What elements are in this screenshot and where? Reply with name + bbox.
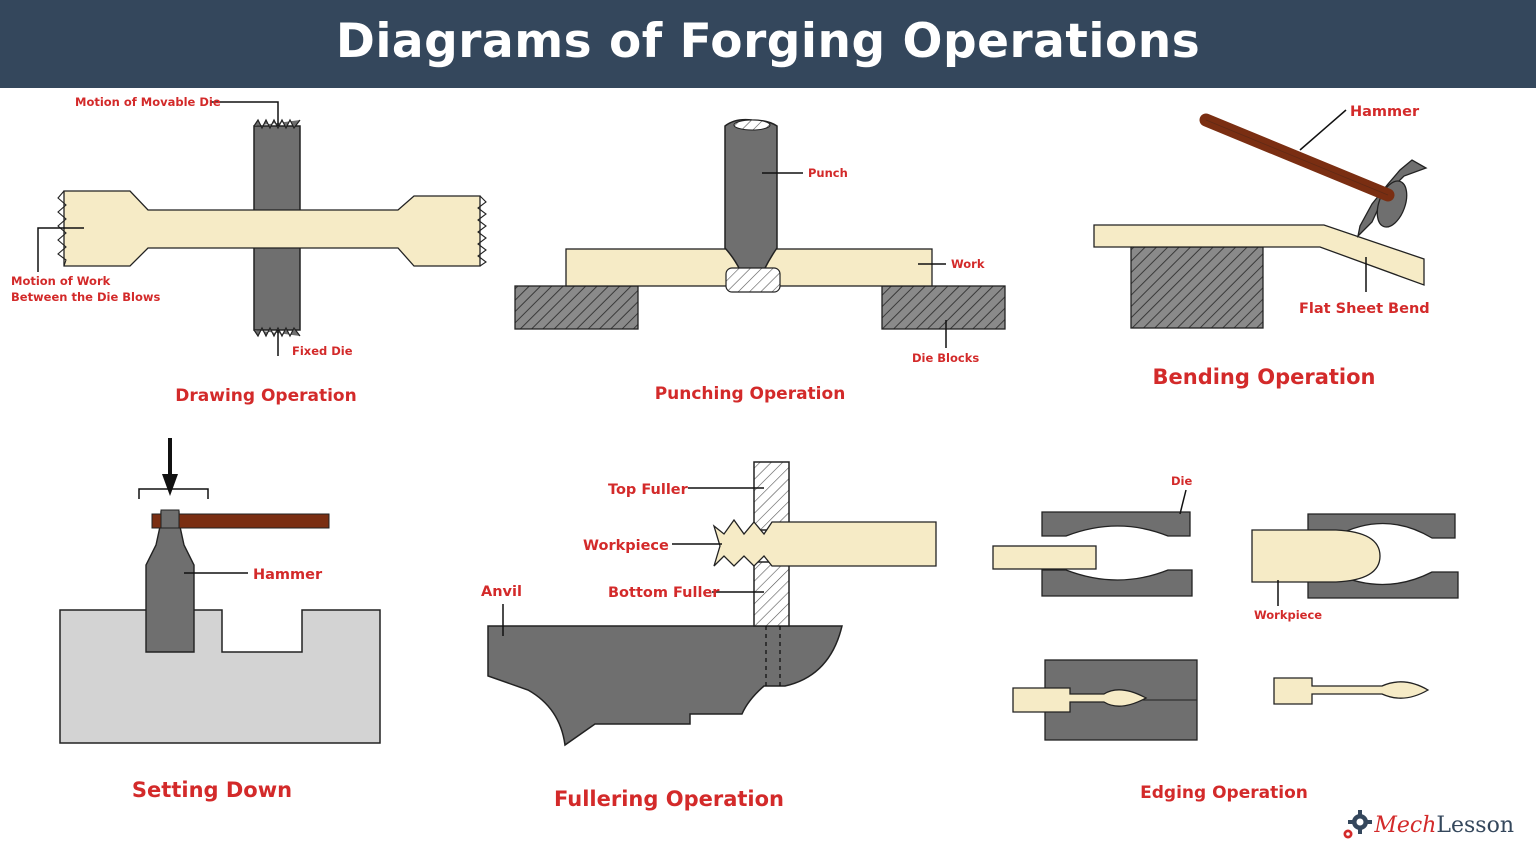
label-edging-die: Die [1171,474,1192,488]
edging-die-bottom-1 [1041,569,1193,597]
edging-work-1 [992,545,1097,570]
gear-icon [1343,810,1373,839]
caption-fullering: Fullering Operation [554,787,784,811]
caption-edging: Edging Operation [1140,783,1308,803]
label-fixed-die: Fixed Die [292,344,353,358]
bending-block [1130,246,1264,329]
label-top-fuller: Top Fuller [608,482,689,498]
caption-drawing: Drawing Operation [175,386,356,406]
label-die-blocks: Die Blocks [912,351,979,365]
top-fuller [753,461,790,531]
setting-hammer [145,511,195,653]
forging-diagrams: Motion of Movable Die Motion of Work Bet… [11,95,1459,811]
punching-operation: Punch Work Die Blocks Punching Operation [514,118,1006,404]
bending-hammer-handle [1199,113,1395,202]
punched-slug [725,267,781,293]
header-bar: Diagrams of Forging Operations [0,0,1536,88]
label-edging-workpiece: Workpiece [1254,608,1322,622]
label-movable-die: Motion of Movable Die [75,95,221,109]
label-motion-work-2: Between the Die Blows [11,290,160,304]
label-motion-work-1: Motion of Work [11,274,111,288]
setting-down-operation: Hammer Setting Down [59,438,381,802]
label-bending-hammer: Hammer [1350,104,1420,120]
setting-block [59,609,381,744]
label-fullering-workpiece: Workpiece [583,538,669,554]
fullering-workpiece [712,518,937,567]
label-setting-hammer: Hammer [253,567,323,583]
edging-work-3 [1012,687,1148,713]
movable-die [253,125,301,213]
page-title: Diagrams of Forging Operations [335,14,1201,69]
label-punch: Punch [808,166,848,180]
label-flat-sheet: Flat Sheet Bend [1299,301,1430,317]
caption-punching: Punching Operation [655,384,846,404]
anvil [487,625,843,747]
flat-sheet [1093,224,1425,286]
die-block-right [881,285,1006,330]
mechlesson-logo: MechLesson [1340,808,1514,842]
edging-work-2 [1251,529,1381,583]
caption-setting-down: Setting Down [132,778,292,802]
edging-finished-part [1273,677,1430,705]
setting-bar [151,513,330,529]
label-anvil: Anvil [481,584,522,600]
edging-die-top-1 [1041,511,1191,537]
drawing-operation: Motion of Movable Die Motion of Work Bet… [11,95,487,406]
caption-bending: Bending Operation [1153,365,1376,389]
label-bottom-fuller: Bottom Fuller [608,585,720,601]
bending-operation: Hammer Flat Sheet Bend Bending Operation [1093,104,1430,389]
label-work: Work [951,257,985,271]
logo-text: MechLesson [1374,812,1514,838]
fixed-die [253,245,301,331]
edging-operation: Die Workpiece Edging Operation [992,474,1459,803]
bottom-fuller [753,561,790,627]
fullering-operation: Top Fuller Workpiece Bottom Fuller Anvil… [481,461,937,811]
punch [724,118,778,271]
down-arrow-icon [162,474,178,496]
die-block-left [514,285,639,330]
